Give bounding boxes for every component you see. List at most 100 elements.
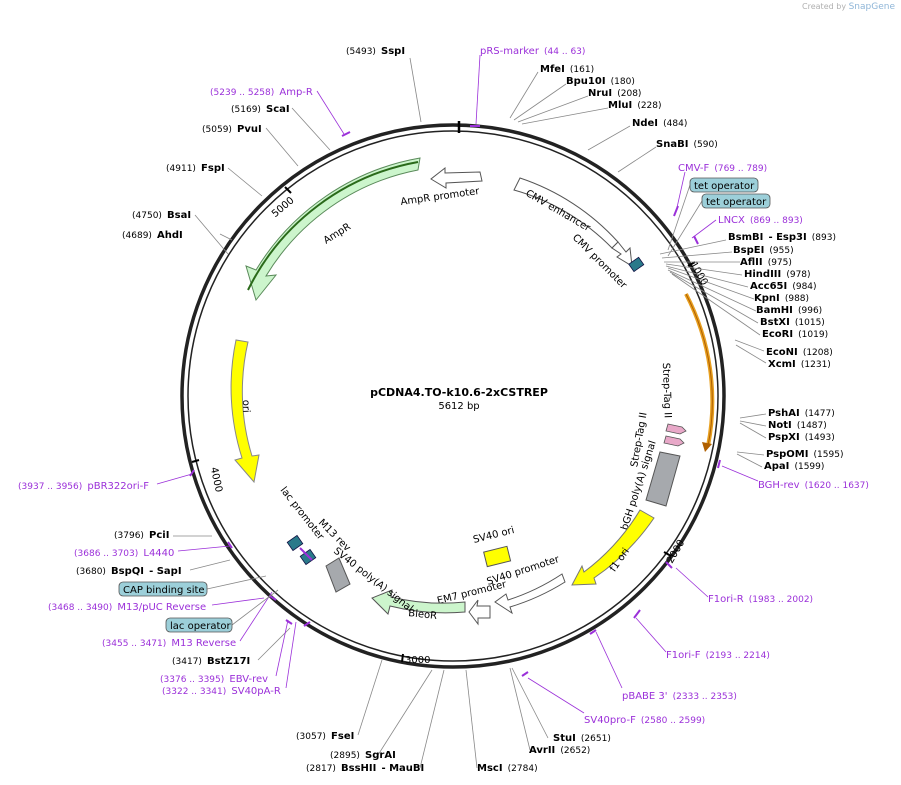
- ampr-label: AmpR: [322, 221, 353, 246]
- cmv-promoter-label: CMV promoter: [570, 232, 629, 291]
- svg-text:BamHI (996): BamHI (996): [756, 298, 822, 317]
- svg-text:(5169) ScaI: (5169) ScaI: [231, 97, 290, 116]
- svg-text:BsmBI - Esp3I (893): BsmBI - Esp3I (893): [728, 225, 836, 244]
- sv40-ori-feature[interactable]: [483, 545, 512, 568]
- strep-tag-1[interactable]: [665, 423, 687, 435]
- svg-text:(3376 .. 3395) EBV-rev: (3376 .. 3395) EBV-rev: [160, 667, 268, 686]
- svg-text:SnaBI (590): SnaBI (590): [656, 132, 718, 151]
- enzyme-labels: [173, 57, 767, 769]
- snapgene-credit: Created by SnapGene: [802, 2, 895, 12]
- sv40-promoter-feature[interactable]: [494, 573, 566, 615]
- svg-text:MfeI (161): MfeI (161): [540, 57, 594, 76]
- svg-text:(2895) SgrAI: (2895) SgrAI: [330, 743, 396, 762]
- svg-text:PshAI (1477): PshAI (1477): [768, 401, 835, 420]
- f1-ori-feature[interactable]: [571, 509, 655, 586]
- svg-text:pBABE 3' (2333 .. 2353): pBABE 3' (2333 .. 2353): [622, 684, 737, 703]
- svg-text:StuI (2651): StuI (2651): [553, 726, 611, 745]
- ori-label: ori: [240, 400, 251, 413]
- bleor-feature[interactable]: [371, 589, 466, 615]
- svg-text:MluI (228): MluI (228): [608, 93, 662, 112]
- insert-orf-arrowhead: [702, 442, 712, 452]
- plasmid-name: pCDNA4.TO-k10.6-2xCSTREP: [370, 386, 548, 399]
- svg-text:4000: 4000: [208, 466, 224, 493]
- svg-text:(3057) FseI: (3057) FseI: [296, 724, 354, 743]
- svg-text:HindIII (978): HindIII (978): [744, 262, 811, 281]
- tick-3000: 3000: [401, 653, 430, 666]
- plasmid-length: 5612 bp: [438, 401, 479, 412]
- primer-marks: [189, 125, 721, 677]
- cmv-promoter-feature[interactable]: [611, 241, 633, 267]
- svg-text:(3322 .. 3341) SV40pA-R: (3322 .. 3341) SV40pA-R: [162, 679, 281, 698]
- ori-feature[interactable]: [230, 339, 260, 484]
- svg-text:(4750) BsaI: (4750) BsaI: [132, 203, 191, 222]
- svg-text:(3796) PciI: (3796) PciI: [114, 523, 169, 542]
- svg-text:AvrII (2652): AvrII (2652): [529, 738, 590, 757]
- bgh-polya-feature[interactable]: [645, 451, 681, 507]
- svg-text:(5493) SspI: (5493) SspI: [346, 39, 405, 58]
- svg-text:(4689) AhdI: (4689) AhdI: [122, 223, 183, 242]
- tick-4000: 4000: [191, 459, 224, 493]
- svg-text:BstXI (1015): BstXI (1015): [760, 310, 825, 329]
- strep-tag-label-1: Strep-Tag II: [660, 363, 673, 419]
- svg-text:(3686 .. 3703) L4440: (3686 .. 3703) L4440: [74, 541, 174, 560]
- em7-promoter-feature[interactable]: [468, 599, 491, 626]
- svg-text:NotI (1487): NotI (1487): [768, 413, 827, 432]
- svg-text:F1ori-F (2193 .. 2214): F1ori-F (2193 .. 2214): [666, 643, 770, 662]
- svg-text:5000: 5000: [270, 195, 297, 220]
- svg-text:(5059) PvuI: (5059) PvuI: [202, 117, 262, 136]
- bleor-label: BleoR: [408, 608, 438, 622]
- sv40-ori-label: SV40 ori: [472, 525, 516, 546]
- boxed-labels: tet operator tet operator CAP binding si…: [118, 177, 771, 633]
- svg-text:AflII (975): AflII (975): [740, 250, 792, 269]
- svg-text:(5239 .. 5258) Amp-R: (5239 .. 5258) Amp-R: [210, 80, 313, 99]
- primer-text: pRS-marker (44 .. 63) CMV-F (769 .. 789)…: [18, 39, 869, 727]
- svg-text:LNCX (869 .. 893): LNCX (869 .. 893): [718, 208, 803, 227]
- enzyme-text: (5493) SspI MfeI (161) Bpu10I (180) NruI…: [76, 39, 843, 775]
- svg-text:2000: 2000: [665, 538, 687, 566]
- m13-rev-primer-mark: [299, 547, 313, 561]
- svg-text:3000: 3000: [405, 655, 430, 666]
- ampr-feature[interactable]: [245, 157, 421, 302]
- svg-text:KpnI (988): KpnI (988): [754, 286, 809, 305]
- svg-text:CAP binding site: CAP binding site: [123, 585, 205, 596]
- svg-text:NdeI (484): NdeI (484): [632, 111, 687, 130]
- svg-text:(3468 .. 3490) M13/pUC Reverse: (3468 .. 3490) M13/pUC Reverse: [48, 595, 206, 614]
- svg-text:Acc65I (984): Acc65I (984): [750, 274, 817, 293]
- lac-promoter-label: lac promoter: [278, 485, 327, 543]
- strep-tag-2[interactable]: [663, 435, 685, 447]
- svg-text:F1ori-R (1983 .. 2002): F1ori-R (1983 .. 2002): [708, 587, 813, 606]
- svg-text:(3680) BspQI - SapI: (3680) BspQI - SapI: [76, 559, 182, 578]
- svg-text:lac operator: lac operator: [170, 621, 231, 632]
- svg-text:1000: 1000: [687, 260, 709, 288]
- svg-text:pRS-marker (44 .. 63): pRS-marker (44 .. 63): [480, 39, 585, 58]
- insert-orf-feature[interactable]: [684, 293, 715, 447]
- tick-1000: 1000: [687, 260, 709, 288]
- tet-operator-feature[interactable]: [628, 256, 645, 273]
- backbone-outer: [180, 123, 726, 669]
- svg-text:PspXI (1493): PspXI (1493): [768, 425, 835, 444]
- svg-text:BspEI (955): BspEI (955): [733, 238, 794, 257]
- svg-text:BGH-rev (1620 .. 1637): BGH-rev (1620 .. 1637): [758, 473, 869, 492]
- svg-text:(4911) FspI: (4911) FspI: [166, 156, 225, 175]
- svg-text:tet operator: tet operator: [706, 197, 767, 208]
- svg-text:NruI (208): NruI (208): [588, 81, 641, 100]
- svg-text:(3937 .. 3956) pBR322ori-F: (3937 .. 3956) pBR322ori-F: [18, 474, 149, 493]
- snapgene-logo: SnapGene: [848, 2, 895, 12]
- primer-leaders: [156, 54, 759, 714]
- sv40-polya-feature[interactable]: [325, 557, 351, 593]
- ampr-promoter-label: AmpR promoter: [400, 186, 481, 208]
- svg-text:SV40pro-F (2580 .. 2599): SV40pro-F (2580 .. 2599): [584, 708, 705, 727]
- svg-text:Bpu10I (180): Bpu10I (180): [566, 69, 635, 88]
- svg-text:CMV-F (769 .. 789): CMV-F (769 .. 789): [678, 156, 767, 175]
- svg-text:EcoRI (1019): EcoRI (1019): [762, 322, 828, 341]
- svg-text:tet operator: tet operator: [694, 181, 755, 192]
- svg-text:MscI (2784): MscI (2784): [477, 756, 538, 775]
- svg-text:(3417) BstZ17I: (3417) BstZ17I: [172, 649, 250, 668]
- backbone-inner: [187, 130, 719, 662]
- lac-operator-feature[interactable]: [286, 534, 304, 552]
- ampr-promoter-feature[interactable]: [430, 166, 483, 189]
- ampr-orf-line: [247, 161, 419, 291]
- svg-text:ApaI (1599): ApaI (1599): [764, 454, 824, 473]
- svg-text:(3455 .. 3471) M13 Reverse: (3455 .. 3471) M13 Reverse: [102, 631, 236, 650]
